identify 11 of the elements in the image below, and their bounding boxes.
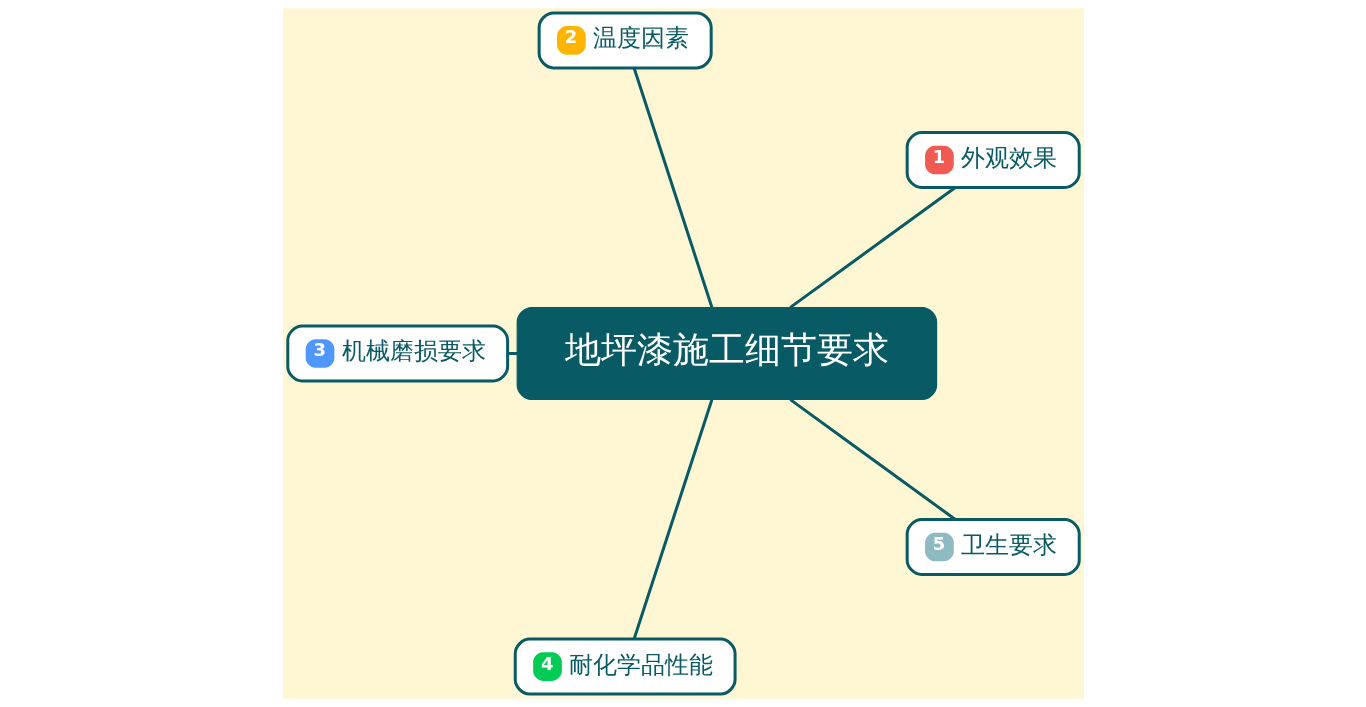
node-box: 2 温度因素 <box>537 11 713 70</box>
node-box: 4 耐化学品性能 <box>513 637 737 696</box>
connector <box>632 67 713 308</box>
node-box: 地坪漆施工细节要求 <box>516 306 937 401</box>
connector <box>632 399 713 640</box>
node-box: 3 机械磨损要求 <box>285 324 509 383</box>
connector <box>788 398 956 521</box>
node-box: 5 卫生要求 <box>905 518 1081 576</box>
node-box: 1 外观效果 <box>905 131 1081 189</box>
connector <box>507 352 517 355</box>
connector <box>788 186 956 309</box>
